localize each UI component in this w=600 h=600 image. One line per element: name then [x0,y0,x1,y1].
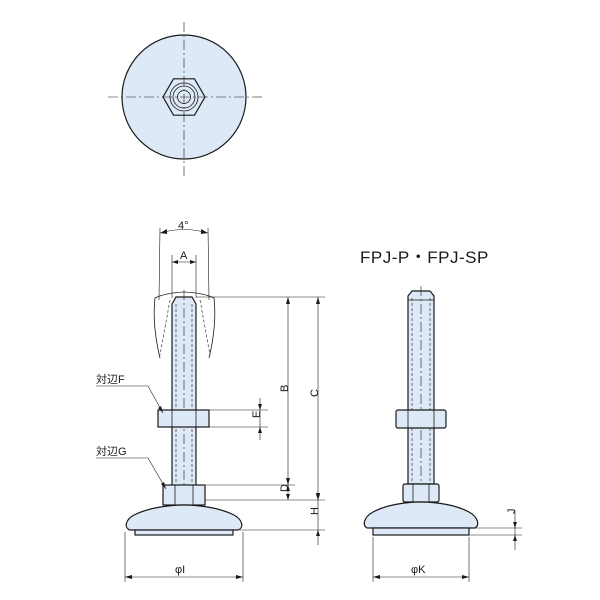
tilt-arc-right [183,291,216,359]
dim-E-arrow-t [258,404,262,410]
dim-I-arrow-l [125,575,132,579]
right-dimensions: J φK [372,509,522,582]
model-title: FPJ-P・FPJ-SP [360,248,489,267]
leader-F-arrow [158,406,163,413]
dim-B-arrow-b [286,478,290,485]
dim-J-label: J [506,509,518,515]
dim-J-arrow-b [513,535,517,541]
dim-C-label: C [309,389,321,397]
dim-E-label: E [251,411,263,418]
tilt-line-r1 [199,299,211,356]
dim-K-arrow-r [462,575,469,579]
dim-H-arrow-b [316,530,320,536]
dim-A-arrow-l [172,260,178,264]
dim-D-label: D [279,484,291,492]
dim-B-arrow-t [286,297,290,304]
dim-I-label: φI [175,564,185,576]
base-pad-left [125,504,243,531]
leader-G [96,457,167,490]
rubber-pad-right [372,527,470,536]
angle-ext-right [207,227,210,301]
angle-arrow-l [160,229,167,234]
nut-F-right [395,409,447,429]
dim-B-label: B [279,385,291,392]
dim-A-label: A [180,250,188,262]
angle-label: 4° [178,220,189,232]
dim-K-label: φK [411,564,426,576]
left-front-view [125,290,243,536]
dim-E-arrow-b [258,427,262,433]
dim-H-arrow-t [316,494,320,500]
leader-G-arrow [161,482,166,489]
dim-A-arrow-r [190,260,196,264]
dim-H-label: H [309,507,321,515]
dim-D-arrow-b [286,494,290,500]
rubber-pad-left [134,529,234,536]
base-pad-right [363,501,479,529]
dim-D-arrow-t [286,485,290,491]
angle-arrow-r [201,229,208,234]
top-view [108,22,262,178]
tilt-arc-left [153,291,185,359]
hex-G-left [162,484,206,506]
dim-J-arrow-t [513,522,517,528]
label-across-flats-F: 対辺F [96,372,125,386]
right-front-view [363,286,479,538]
dim-I-arrow-r [236,575,243,579]
label-across-flats-G: 対辺G [96,444,127,458]
angle-ext-left [158,227,161,301]
tilt-line-l1 [159,299,171,356]
nut-F-left [157,409,210,428]
dim-C-arrow-t [316,297,320,304]
hex-G-right [402,483,440,503]
left-dimensions: 4° A B C D H [96,220,325,582]
dim-K-arrow-l [373,575,380,579]
leader-F [96,385,164,414]
